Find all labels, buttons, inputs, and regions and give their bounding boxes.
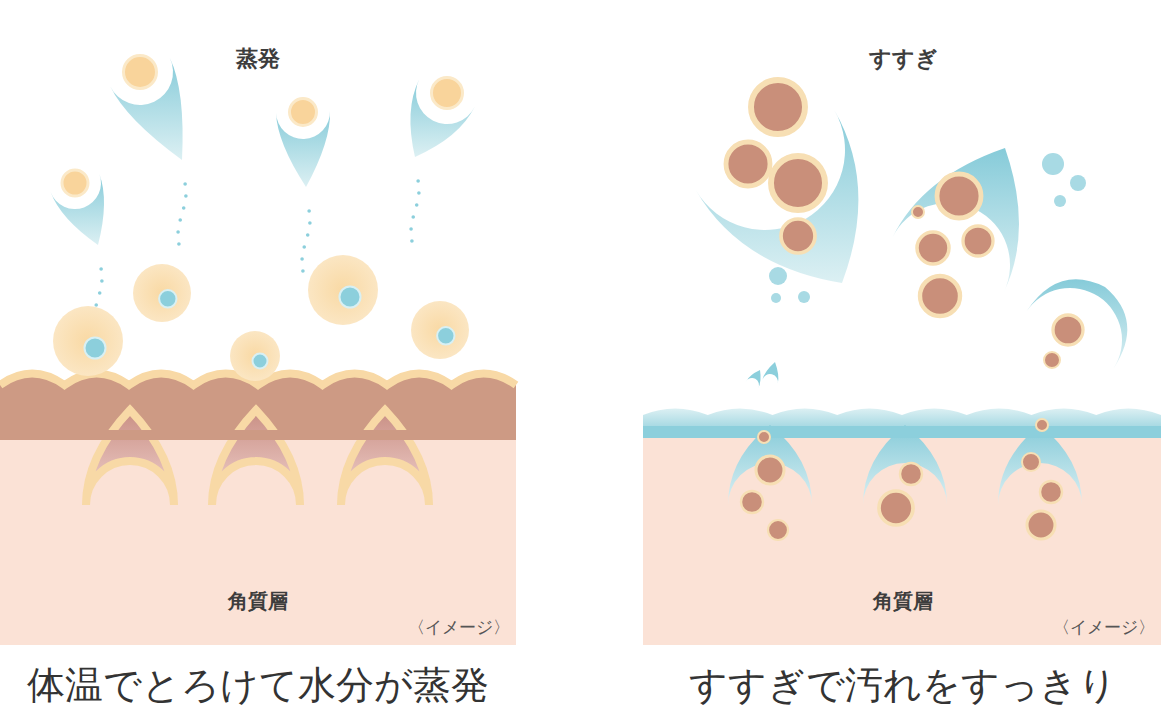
particle bbox=[771, 156, 825, 210]
caption-text: すすぎで汚れをすっきり bbox=[689, 665, 1117, 707]
particle bbox=[253, 354, 268, 369]
label-text: 〈イメージ〉 bbox=[408, 618, 510, 637]
particle bbox=[879, 491, 913, 525]
particle bbox=[437, 327, 454, 344]
particle bbox=[301, 269, 305, 273]
water-layer bbox=[643, 426, 1161, 438]
particle bbox=[417, 191, 421, 195]
particle bbox=[99, 267, 103, 271]
particle bbox=[432, 78, 463, 109]
particle bbox=[98, 291, 102, 295]
label-text: 蒸発 bbox=[236, 47, 280, 71]
particle bbox=[1040, 481, 1062, 503]
water-layer bbox=[643, 409, 1161, 439]
particle bbox=[781, 219, 815, 253]
particle bbox=[182, 206, 186, 210]
particle bbox=[937, 174, 981, 218]
particle bbox=[62, 170, 88, 196]
particle bbox=[302, 245, 306, 249]
particle bbox=[340, 287, 361, 308]
particle bbox=[1042, 153, 1064, 175]
particle bbox=[306, 233, 310, 237]
particle bbox=[230, 331, 280, 381]
drop-shape bbox=[1027, 279, 1128, 368]
label-text: 角質層 bbox=[228, 590, 288, 612]
particle bbox=[768, 520, 788, 540]
particle bbox=[300, 257, 304, 261]
drop-shape bbox=[341, 410, 429, 505]
particle bbox=[920, 276, 960, 316]
stratum-layer bbox=[0, 430, 516, 440]
particle bbox=[917, 232, 949, 264]
particle bbox=[184, 194, 188, 198]
label-text: 〈イメージ〉 bbox=[1053, 618, 1155, 637]
particle bbox=[756, 456, 784, 484]
particle bbox=[1054, 195, 1066, 207]
particle bbox=[176, 230, 180, 234]
particle bbox=[411, 301, 469, 359]
label-text: すすぎ bbox=[869, 47, 938, 71]
drop-shape bbox=[892, 148, 1019, 292]
caption-text: 体温でとろけて水分が蒸発 bbox=[27, 665, 489, 707]
particle bbox=[124, 56, 157, 89]
particle bbox=[178, 218, 182, 222]
rinse-scene bbox=[643, 80, 1161, 645]
particle bbox=[771, 293, 781, 303]
drop-shape bbox=[86, 410, 174, 505]
skin bbox=[643, 415, 1161, 645]
particle bbox=[159, 290, 176, 307]
particle bbox=[308, 221, 312, 225]
particle bbox=[290, 99, 317, 126]
particle bbox=[85, 338, 106, 359]
particle bbox=[308, 255, 378, 325]
label-text: 角質層 bbox=[873, 590, 933, 612]
particle bbox=[100, 279, 104, 283]
particle bbox=[1053, 315, 1083, 345]
particle bbox=[963, 226, 993, 256]
particle bbox=[1044, 352, 1060, 368]
particle bbox=[409, 227, 413, 231]
particle bbox=[94, 303, 98, 307]
particle bbox=[769, 267, 787, 285]
particle bbox=[415, 203, 419, 207]
particle bbox=[798, 291, 810, 303]
particle bbox=[307, 209, 311, 213]
particle bbox=[726, 142, 770, 186]
particle bbox=[1022, 453, 1040, 471]
particle bbox=[410, 239, 414, 243]
particle bbox=[177, 242, 181, 246]
drop-shape bbox=[762, 362, 778, 384]
particle bbox=[1070, 175, 1086, 191]
particle bbox=[912, 206, 924, 218]
particle bbox=[1036, 419, 1048, 431]
particle bbox=[183, 182, 187, 186]
particle bbox=[1027, 511, 1055, 539]
particle bbox=[411, 215, 415, 219]
drop-shape bbox=[212, 410, 300, 505]
particle bbox=[741, 491, 763, 513]
particle bbox=[751, 80, 805, 134]
particle bbox=[53, 306, 123, 376]
particle bbox=[758, 431, 770, 443]
particle bbox=[900, 463, 922, 485]
drop-shape bbox=[746, 370, 761, 388]
evaporation-scene bbox=[0, 56, 516, 646]
particle bbox=[133, 264, 191, 322]
particle bbox=[416, 179, 420, 183]
